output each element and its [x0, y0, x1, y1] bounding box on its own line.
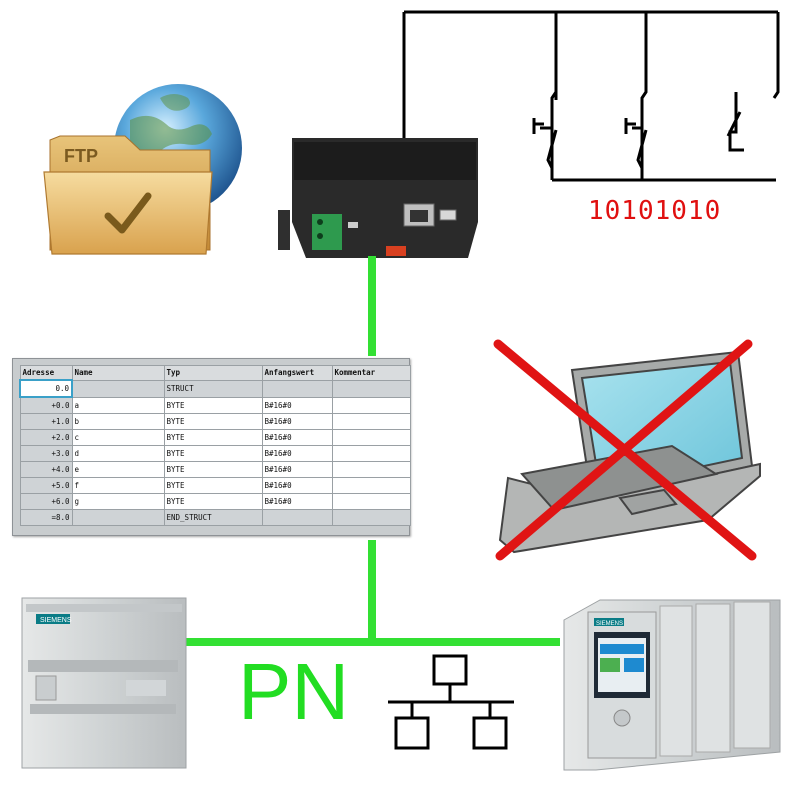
- cell-type[interactable]: BYTE: [163, 477, 263, 494]
- plc-left-icon: [21, 597, 187, 769]
- checkmark-icon: [104, 192, 152, 234]
- cell-address[interactable]: +0.0: [19, 396, 73, 414]
- table-row[interactable]: +5.0 f BYTE B#16#0: [19, 477, 411, 494]
- column-header-comment: Kommentar: [331, 365, 411, 381]
- cell-comment[interactable]: [331, 461, 411, 478]
- cell-type[interactable]: BYTE: [163, 445, 263, 462]
- network-topology-icon: [388, 654, 514, 750]
- cell-name[interactable]: c: [71, 429, 165, 446]
- cell-name[interactable]: e: [71, 461, 165, 478]
- network-connections: [186, 256, 560, 646]
- cell-comment[interactable]: [331, 396, 411, 414]
- cell-address[interactable]: +1.0: [19, 413, 73, 430]
- switch-circuit-diagram: [402, 10, 780, 182]
- gateway-device-icon: [278, 138, 478, 258]
- cell-name[interactable]: a: [71, 396, 165, 414]
- cell-name[interactable]: [71, 509, 165, 526]
- cell-address[interactable]: +6.0: [19, 493, 73, 510]
- cell-initial-value[interactable]: B#16#0: [261, 429, 333, 446]
- cell-comment[interactable]: [331, 445, 411, 462]
- table-row[interactable]: +1.0 b BYTE B#16#0: [19, 413, 411, 430]
- cross-icon: [493, 339, 757, 561]
- plc-left-brand: SIEMENS: [40, 617, 72, 624]
- table-row[interactable]: +4.0 e BYTE B#16#0: [19, 461, 411, 478]
- table-row[interactable]: +6.0 g BYTE B#16#0: [19, 493, 411, 510]
- table-row[interactable]: +0.0 a BYTE B#16#0: [19, 396, 411, 414]
- cell-initial-value[interactable]: B#16#0: [261, 413, 333, 430]
- table-row[interactable]: +2.0 c BYTE B#16#0: [19, 429, 411, 446]
- cell-initial-value[interactable]: B#16#0: [261, 461, 333, 478]
- column-header-initial-value: Anfangswert: [261, 365, 333, 381]
- column-header-address: Adresse: [19, 365, 73, 381]
- cell-initial-value[interactable]: B#16#0: [261, 493, 333, 510]
- column-header-type: Typ: [163, 365, 263, 381]
- cell-type[interactable]: BYTE: [163, 461, 263, 478]
- cell-name[interactable]: b: [71, 413, 165, 430]
- cell-comment[interactable]: [331, 429, 411, 446]
- ftp-folder-icon: [43, 84, 242, 255]
- binary-output-text: 10101010: [588, 196, 722, 226]
- profinet-label: PN: [238, 647, 350, 736]
- cell-name[interactable]: d: [71, 445, 165, 462]
- cell-initial-value[interactable]: [261, 379, 333, 398]
- cell-comment[interactable]: [331, 509, 411, 526]
- column-header-name: Name: [71, 365, 165, 381]
- cell-initial-value[interactable]: B#16#0: [261, 396, 333, 414]
- ftp-label: FTP: [64, 146, 98, 166]
- cell-comment[interactable]: [331, 493, 411, 510]
- cell-initial-value[interactable]: B#16#0: [261, 445, 333, 462]
- cell-name[interactable]: [71, 379, 165, 398]
- table-header-row: Adresse Name Typ Anfangswert Kommentar: [19, 365, 411, 381]
- cell-initial-value[interactable]: [261, 509, 333, 526]
- cell-address[interactable]: 0.0: [19, 379, 73, 398]
- cell-comment[interactable]: [331, 379, 411, 398]
- cell-initial-value[interactable]: B#16#0: [261, 477, 333, 494]
- cell-address[interactable]: +4.0: [19, 461, 73, 478]
- cell-type[interactable]: BYTE: [163, 413, 263, 430]
- cell-type[interactable]: BYTE: [163, 429, 263, 446]
- table-row[interactable]: =8.0 END_STRUCT: [19, 509, 411, 526]
- cell-address[interactable]: +5.0: [19, 477, 73, 494]
- cell-address[interactable]: =8.0: [19, 509, 73, 526]
- cell-comment[interactable]: [331, 413, 411, 430]
- table-row[interactable]: +3.0 d BYTE B#16#0: [19, 445, 411, 462]
- cell-name[interactable]: g: [71, 493, 165, 510]
- cell-comment[interactable]: [331, 477, 411, 494]
- plc-right-icon: [563, 599, 781, 771]
- plc-right-brand: SIEMENS: [596, 621, 623, 627]
- cell-address[interactable]: +3.0: [19, 445, 73, 462]
- terminal-block-icon: [312, 214, 342, 250]
- table-row[interactable]: 0.0 STRUCT: [19, 379, 411, 398]
- cell-type[interactable]: BYTE: [163, 493, 263, 510]
- cell-type[interactable]: BYTE: [163, 396, 263, 414]
- data-block-table: Adresse Name Typ Anfangswert Kommentar 0…: [12, 358, 411, 536]
- cell-type[interactable]: STRUCT: [163, 379, 263, 398]
- cell-type[interactable]: END_STRUCT: [163, 509, 263, 526]
- cell-address[interactable]: +2.0: [19, 429, 73, 446]
- cell-name[interactable]: f: [71, 477, 165, 494]
